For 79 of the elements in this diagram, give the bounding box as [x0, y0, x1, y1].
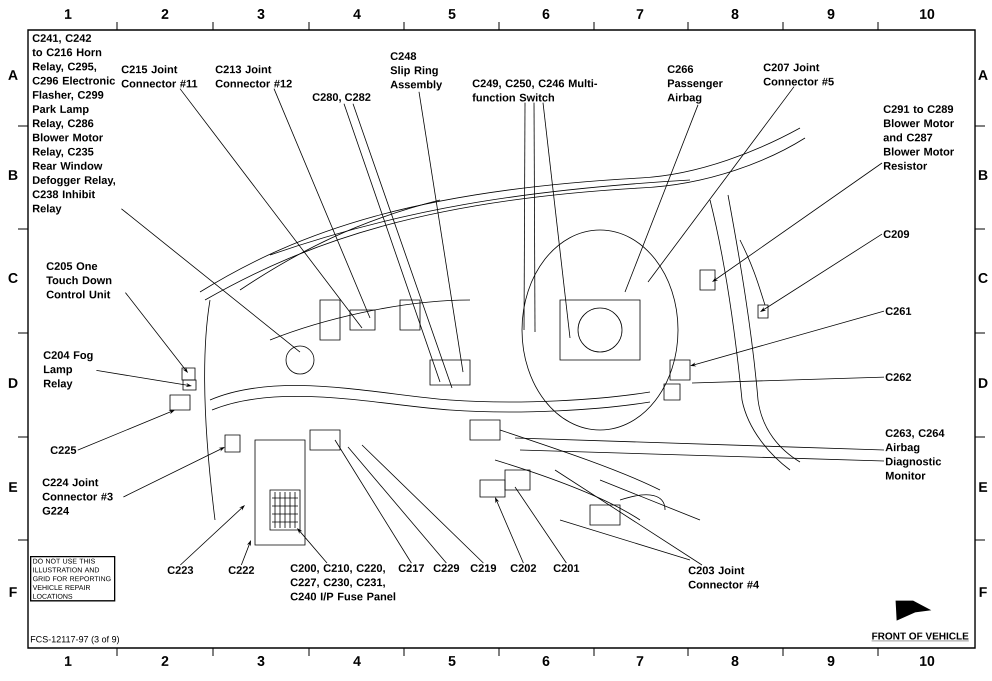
callout-text: C225 — [50, 446, 76, 454]
leader-line — [121, 208, 300, 352]
callout-text: C262 — [886, 373, 912, 381]
callout-text: C229 — [434, 564, 460, 572]
leader-line — [514, 438, 884, 450]
callout-text: C223 — [168, 566, 194, 574]
callout-text: C249, C250, C246 Multi-function Switch — [472, 79, 598, 102]
grid-label: 8 — [732, 9, 738, 19]
callout-text: C202 — [510, 564, 536, 572]
callout-text: C263, C264 Airbag Diagnostic Monitor — [885, 429, 944, 480]
leader-line — [534, 102, 536, 332]
callout-text: C291 to C289 Blower Motor and C287 Blower Motor Resistor — [884, 105, 954, 170]
leader-line — [180, 88, 362, 328]
leader-line — [624, 104, 698, 292]
callout-text: C207 Joint Connector #5 — [764, 63, 834, 86]
callout-text: C222 — [228, 566, 254, 574]
leader-line — [514, 486, 567, 564]
leader-line — [274, 88, 370, 318]
grid-label: C — [978, 273, 988, 283]
leader-line — [352, 103, 452, 388]
grid-label: 2 — [162, 656, 168, 666]
grid-label: 5 — [448, 656, 456, 666]
leader-line — [520, 450, 884, 462]
grid-label: C — [8, 273, 18, 283]
leader-line — [348, 446, 447, 564]
grid-label: 9 — [828, 9, 834, 19]
grid-label: F — [980, 587, 987, 597]
callout-text: C261 — [886, 307, 912, 315]
callout-text: C217 — [398, 564, 424, 572]
callout-text: C266 Passenger Airbag — [667, 65, 723, 104]
grid-label: D — [8, 378, 18, 388]
callout-text: C209 — [884, 230, 910, 238]
grid-label: 10 — [920, 656, 934, 666]
grid-label: 9 — [828, 656, 834, 666]
grid-label: 4 — [353, 9, 361, 19]
grid-label: 5 — [448, 9, 456, 19]
grid-label: E — [9, 482, 18, 492]
leader-line — [648, 86, 794, 282]
callout-text: C248 Slip Ring Assembly — [390, 52, 442, 91]
callout-text: C241, C242 to C216 Horn Relay, C295, C296 Electronic Flasher, C299 Park Lamp Relay, C286 Blower Motor Relay, C235 Rear Window Defogger Relay, C238 Inhibit Relay — [32, 34, 116, 215]
grid-label: 3 — [257, 9, 264, 19]
callout-text: C204 Fog Lamp Relay — [44, 351, 93, 390]
leader-line — [362, 444, 484, 564]
callout-text: C203 Joint Connector #4 — [688, 566, 760, 588]
callout-text: C280, C282 — [312, 93, 370, 103]
callout-text: C201 — [554, 564, 580, 572]
grid-label: 10 — [920, 9, 934, 19]
grid-label: 1 — [65, 656, 72, 666]
grid-label: 8 — [732, 656, 738, 666]
leader-line — [344, 103, 440, 382]
grid-label: A — [8, 70, 18, 80]
grid-label: 3 — [257, 656, 264, 666]
grid-label: 7 — [636, 9, 644, 19]
callout-text: C224 Joint Connector #3 G224 — [42, 478, 113, 515]
grid-label: D — [978, 378, 988, 388]
leader-line — [418, 91, 464, 372]
grid-label: B — [978, 170, 988, 180]
grid-label: 6 — [542, 9, 550, 19]
grid-label: B — [8, 170, 18, 180]
leader-line — [554, 470, 702, 566]
grid-label: 6 — [542, 656, 550, 666]
leader-line — [524, 102, 526, 330]
callout-text: C215 Joint Connector #11 — [122, 65, 198, 88]
document-number: FCS-12117-97 (3 of 9) — [30, 636, 120, 644]
callout-text: C200, C210, C220, C227, C230, C231, C240 I/P Fuse Panel — [290, 564, 396, 600]
grid-label: 2 — [162, 9, 168, 19]
grid-label: F — [10, 587, 17, 597]
grid-label: E — [979, 482, 988, 492]
leader-line — [692, 376, 884, 384]
leader-line — [542, 102, 570, 338]
direction-label: FRONT OF VEHICLE — [871, 632, 969, 642]
callout-text: C213 Joint Connector #12 — [216, 65, 292, 88]
grid-label: 4 — [353, 656, 361, 666]
grid-label: A — [978, 70, 988, 80]
callout-text: C219 — [470, 564, 496, 572]
grid-label: 1 — [65, 9, 72, 19]
callout-text: C205 One Touch Down Control Unit — [46, 262, 112, 298]
leader-line — [334, 440, 412, 564]
grid-label: 7 — [636, 656, 644, 666]
